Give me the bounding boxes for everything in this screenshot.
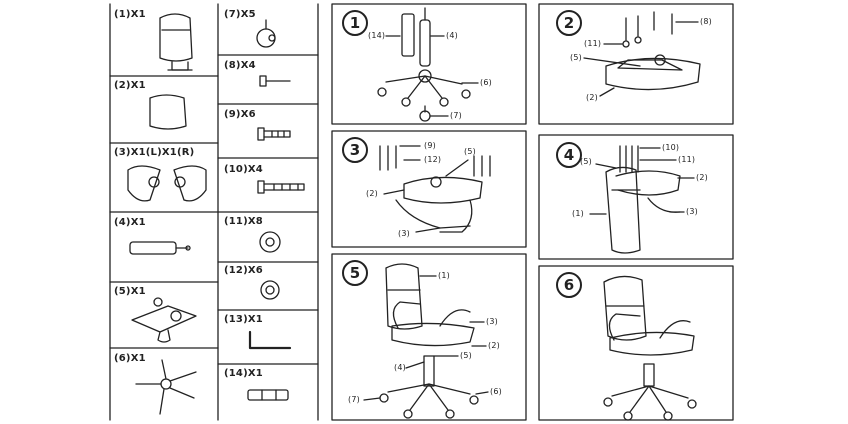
part-label-13: (13)X1 — [224, 314, 263, 325]
caster-part-drawing — [256, 19, 276, 48]
part-label-6: (6)X1 — [114, 353, 146, 364]
bolt-9-drawing — [257, 127, 291, 141]
step-5-callout-1: (1) — [438, 271, 450, 280]
step-6-frame — [538, 265, 734, 421]
step-4-callout-3: (3) — [686, 207, 698, 216]
step-4-callout-5: (5) — [580, 157, 592, 166]
armrest-parts-drawing — [127, 165, 207, 202]
step-3-frame — [331, 130, 527, 248]
bolt-10-drawing — [257, 180, 305, 194]
step-5-callout-5: (5) — [460, 351, 472, 360]
step-1-drawing — [377, 7, 479, 122]
part-label-9: (9)X6 — [224, 109, 256, 120]
washer-12-drawing — [260, 280, 280, 300]
gas-lift-part-drawing — [129, 241, 191, 255]
parts-table-frame — [109, 3, 319, 421]
step-5-drawing — [363, 263, 489, 419]
step-2-callout-5: (5) — [570, 53, 582, 62]
step-5-callout-6: (6) — [490, 387, 502, 396]
step-2-callout-2: (2) — [586, 93, 598, 102]
step-5-callout-2: (2) — [488, 341, 500, 350]
step-1-number: 1 — [342, 10, 368, 36]
part-label-4: (4)X1 — [114, 217, 146, 228]
part-label-11: (11)X8 — [224, 216, 263, 227]
step-5-callout-4: (4) — [394, 363, 406, 372]
part-label-5: (5)X1 — [114, 286, 146, 297]
part-label-7: (7)X5 — [224, 9, 256, 20]
step-5-number: 5 — [342, 260, 368, 286]
step-2-callout-11: (11) — [584, 39, 602, 48]
step-5-callout-7: (7) — [348, 395, 360, 404]
backrest-part-drawing — [159, 13, 193, 71]
step-4-callout-1: (1) — [572, 209, 584, 218]
step-4-frame — [538, 134, 734, 260]
washer-11-drawing — [259, 231, 281, 253]
step-5-frame — [331, 253, 527, 421]
step-1-callout-6: (6) — [480, 78, 492, 87]
mechanism-part-drawing — [131, 297, 197, 343]
step-3-callout-2: (2) — [366, 189, 378, 198]
part-label-8: (8)X4 — [224, 60, 256, 71]
seat-part-drawing — [149, 94, 187, 130]
part-label-14: (14)X1 — [224, 368, 263, 379]
step-1-callout-14: (14) — [368, 31, 386, 40]
step-3-callout-3: (3) — [398, 229, 410, 238]
step-5-callout-3: (3) — [486, 317, 498, 326]
step-3-drawing — [379, 145, 491, 233]
step-2-drawing — [583, 11, 701, 97]
part-label-12: (12)X6 — [224, 265, 263, 276]
step-3-number: 3 — [342, 137, 368, 163]
step-6-number: 6 — [556, 272, 582, 298]
base-part-drawing — [135, 359, 197, 415]
step-1-callout-7: (7) — [450, 111, 462, 120]
step-1-callout-4: (4) — [446, 31, 458, 40]
allen-key-drawing — [248, 330, 292, 350]
part-label-3: (3)X1(L)X1(R) — [114, 147, 195, 158]
step-4-drawing — [589, 145, 695, 254]
part-label-1: (1)X1 — [114, 9, 146, 20]
part-label-10: (10)X4 — [224, 164, 263, 175]
step-6-drawing — [603, 275, 697, 421]
step-1-frame — [331, 3, 527, 125]
step-2-number: 2 — [556, 10, 582, 36]
step-4-callout-11: (11) — [678, 155, 696, 164]
step-2-frame — [538, 3, 734, 125]
step-3-callout-9: (9) — [424, 141, 436, 150]
part-label-2: (2)X1 — [114, 80, 146, 91]
screw-8-drawing — [259, 75, 291, 87]
step-3-callout-12: (12) — [424, 155, 442, 164]
step-4-number: 4 — [556, 142, 582, 168]
step-3-callout-5: (5) — [464, 147, 476, 156]
step-4-callout-10: (10) — [662, 143, 680, 152]
step-2-callout-8: (8) — [700, 17, 712, 26]
step-4-callout-2: (2) — [696, 173, 708, 182]
cover-part-drawing — [247, 389, 289, 401]
